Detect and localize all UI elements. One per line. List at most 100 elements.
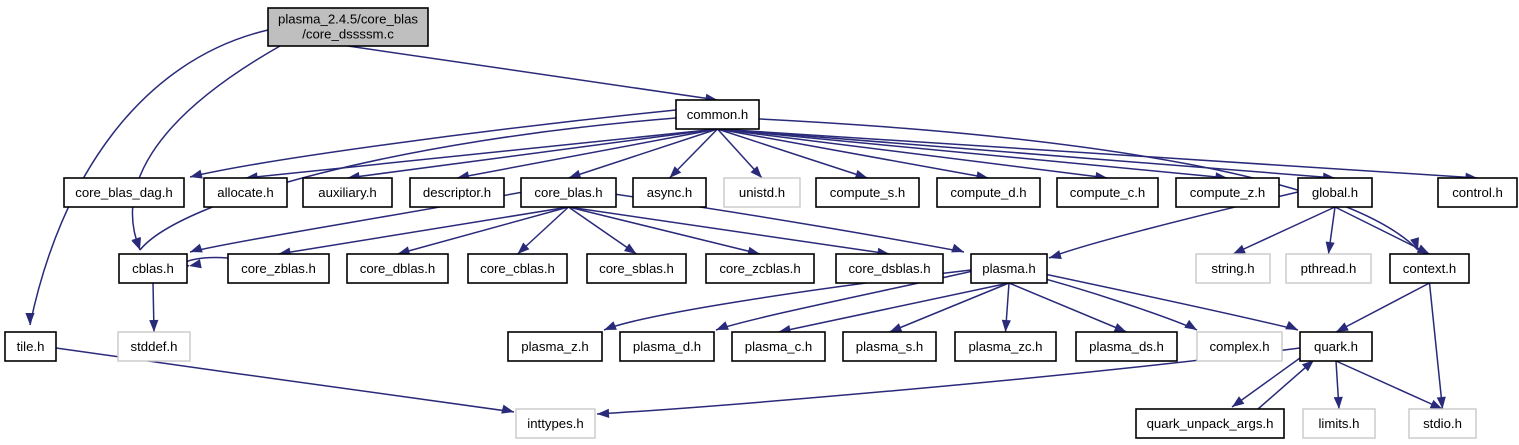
node-plasma[interactable]: plasma.h [970,253,1048,284]
node-box[interactable] [936,177,1041,208]
node-quark[interactable]: quark.h [1299,331,1373,362]
node-box[interactable] [1297,177,1373,208]
node-box[interactable] [1195,253,1271,284]
node-label: inttypes.h [527,416,583,431]
node-box[interactable] [227,253,330,284]
node-box[interactable] [1408,408,1477,439]
node-label: plasma_c.h [745,339,812,354]
node-compute_z[interactable]: compute_z.h [1175,177,1280,208]
node-tile[interactable]: tile.h [4,331,57,362]
node-box[interactable] [1196,331,1283,362]
node-box[interactable] [632,177,707,208]
node-box[interactable] [4,331,57,362]
node-complex[interactable]: complex.h [1196,331,1283,362]
node-box[interactable] [302,177,393,208]
node-box[interactable] [1302,408,1376,439]
node-compute_s[interactable]: compute_s.h [815,177,920,208]
node-descriptor[interactable]: descriptor.h [409,177,505,208]
node-box[interactable] [1175,177,1280,208]
edge-arrowhead [1301,360,1314,372]
node-box[interactable] [1389,253,1470,284]
node-inttypes[interactable]: inttypes.h [515,408,596,439]
node-async[interactable]: async.h [632,177,707,208]
node-root[interactable]: plasma_2.4.5/core_blas/core_dssssm.c [267,7,429,47]
node-box[interactable] [515,408,596,439]
node-box[interactable] [520,177,617,208]
node-compute_d[interactable]: compute_d.h [936,177,1041,208]
node-core_blas[interactable]: core_blas.h [520,177,617,208]
edge-line [739,117,1419,251]
node-core_zblas[interactable]: core_zblas.h [227,253,330,284]
node-box[interactable] [842,331,937,362]
node-box[interactable] [705,253,815,284]
node-box[interactable] [63,177,185,208]
edge-line [1231,357,1301,408]
node-core_dsblas[interactable]: core_dsblas.h [835,253,944,284]
node-box[interactable] [118,253,188,284]
node-string[interactable]: string.h [1195,253,1271,284]
node-allocate[interactable]: allocate.h [203,177,288,208]
node-box[interactable] [117,331,191,362]
edge-context-to-stdio [1428,282,1446,410]
node-box[interactable] [1075,331,1178,362]
node-stdio[interactable]: stdio.h [1408,408,1477,439]
node-plasma_s[interactable]: plasma_s.h [842,331,937,362]
node-stddef[interactable]: stddef.h [117,331,191,362]
edge-common-to-cblas [132,117,677,251]
node-global[interactable]: global.h [1297,177,1373,208]
node-plasma_zc[interactable]: plasma_zc.h [954,331,1057,362]
node-box[interactable] [970,253,1048,284]
node-cblas[interactable]: cblas.h [118,253,188,284]
node-plasma_c[interactable]: plasma_c.h [731,331,826,362]
node-box[interactable] [835,253,944,284]
node-box[interactable] [815,177,920,208]
node-label: core_dsblas.h [848,261,930,276]
node-box[interactable] [467,253,568,284]
node-box[interactable] [1135,408,1285,439]
node-label: cblas.h [132,261,174,276]
edge-quark-to-inttypes [596,347,1301,418]
edge-arrowhead [1001,319,1011,332]
node-pthread[interactable]: pthread.h [1285,253,1372,284]
node-box[interactable] [346,253,449,284]
node-quark_unpack[interactable]: quark_unpack_args.h [1135,408,1285,439]
node-label: stdio.h [1423,416,1462,431]
node-box[interactable] [1437,177,1518,208]
node-common[interactable]: common.h [675,99,760,130]
node-box[interactable] [619,331,715,362]
node-box[interactable] [1299,331,1373,362]
node-core_dblas[interactable]: core_dblas.h [346,253,449,284]
node-plasma_d[interactable]: plasma_d.h [619,331,715,362]
node-box[interactable] [267,7,429,47]
node-core_zcblas[interactable]: core_zcblas.h [705,253,815,284]
node-core_blas_dag[interactable]: core_blas_dag.h [63,177,185,208]
edge-line [778,282,1010,333]
node-box[interactable] [586,253,687,284]
node-limits[interactable]: limits.h [1302,408,1376,439]
node-box[interactable] [1056,177,1159,208]
node-context[interactable]: context.h [1389,253,1470,284]
node-label: core_zcblas.h [719,261,800,276]
node-box[interactable] [1285,253,1372,284]
node-box[interactable] [731,331,826,362]
node-core_cblas[interactable]: core_cblas.h [467,253,568,284]
node-auxiliary[interactable]: auxiliary.h [302,177,393,208]
edge-line [347,128,718,179]
node-box[interactable] [723,177,801,208]
node-core_sblas[interactable]: core_sblas.h [586,253,687,284]
node-box[interactable] [954,331,1057,362]
node-box[interactable] [203,177,288,208]
node-label: core_cblas.h [480,261,555,276]
node-plasma_ds[interactable]: plasma_ds.h [1075,331,1178,362]
node-control[interactable]: control.h [1437,177,1518,208]
node-plasma_z[interactable]: plasma_z.h [507,331,603,362]
node-unistd[interactable]: unistd.h [723,177,801,208]
node-label: plasma.h [982,261,1036,276]
node-box[interactable] [507,331,603,362]
node-compute_c[interactable]: compute_c.h [1056,177,1159,208]
edge-common-to-async [668,128,719,179]
node-box[interactable] [675,99,760,130]
edge-line [1257,359,1315,410]
edge-arrowhead [1333,396,1343,409]
node-box[interactable] [409,177,505,208]
